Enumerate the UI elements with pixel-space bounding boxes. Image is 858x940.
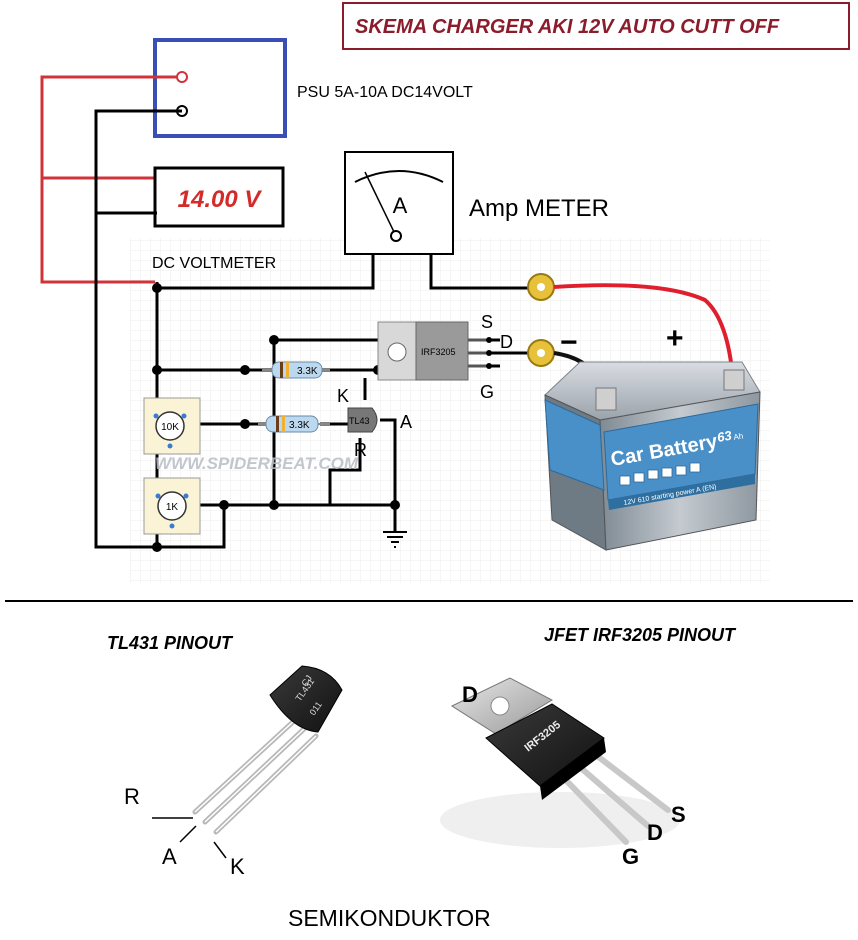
tl431-body-label: TL43 <box>349 416 370 426</box>
psu-positive-terminal <box>176 71 188 83</box>
tl431-pinout: TL431 PINOUT CJ TL431 011 R A K <box>107 633 343 879</box>
mosfet-irf3205: IRF3205 S D G <box>377 312 513 402</box>
irf3205-pinout-d-tab: D <box>462 682 478 707</box>
resistor-r1-value: 3.3K <box>297 366 318 377</box>
irf3205-pinout-g: G <box>622 844 639 869</box>
resistor-r2-value: 3.3K <box>289 420 310 431</box>
car-battery: Car Battery 63 Ah 12V 610 starting power… <box>544 361 761 551</box>
potentiometer-10k-value: 10K <box>161 422 179 433</box>
voltmeter: 14.00 V DC VOLTMETER <box>152 166 285 272</box>
battery-lug-negative <box>527 339 555 367</box>
resistor-r2: 3.3K <box>258 415 330 433</box>
irf3205-pinout: JFET IRF3205 PINOUT IRF3205 D G D S <box>440 625 737 869</box>
mosfet-pin-g: G <box>480 382 494 402</box>
resistor-r1: 3.3K <box>262 361 330 379</box>
positive-wires <box>40 75 178 284</box>
irf3205-pinout-s: S <box>671 802 686 827</box>
battery-plus-sign: + <box>666 322 684 355</box>
page-title: SKEMA CHARGER AKI 12V AUTO CUTT OFF <box>355 16 780 38</box>
voltmeter-label: DC VOLTMETER <box>152 255 276 272</box>
battery-terminal-negative <box>595 387 617 411</box>
mosfet-pin-d: D <box>500 332 513 352</box>
potentiometer-1k: 1K <box>143 477 201 535</box>
battery-positive-lead <box>553 283 735 381</box>
tl431-package <box>269 665 343 733</box>
tl431-pin-a: A <box>400 412 412 432</box>
battery-minus-sign: − <box>560 326 578 359</box>
ground-symbol <box>383 531 407 548</box>
mosfet-part-label: IRF3205 <box>421 347 456 357</box>
junction-dots <box>152 283 400 552</box>
voltmeter-reading: 14.00 V <box>178 186 263 213</box>
battery-capacity-unit: Ah <box>733 431 744 442</box>
mosfet-pin-s: S <box>481 312 493 332</box>
psu-block: PSU 5A-10A DC14VOLT <box>153 38 473 138</box>
watermark: WWW.SPIDERBEAT.COM <box>155 454 359 473</box>
title-box: SKEMA CHARGER AKI 12V AUTO CUTT OFF <box>342 2 850 50</box>
tl431-pin-k: K <box>337 386 349 406</box>
potentiometer-10k: 10K <box>143 397 201 455</box>
tl431-pinout-title: TL431 PINOUT <box>107 633 234 653</box>
battery-capacity: 63 <box>716 428 734 445</box>
psu-label: PSU 5A-10A DC14VOLT <box>297 84 473 101</box>
ammeter-symbol: A <box>393 193 408 218</box>
ammeter: A Amp METER <box>344 151 609 255</box>
tl431-pinout-a: A <box>162 844 177 869</box>
tl431-pin-r: R <box>354 440 367 460</box>
battery-lug-positive <box>527 273 555 301</box>
battery-terminal-positive <box>723 369 745 391</box>
irf3205-pinout-title: JFET IRF3205 PINOUT <box>544 625 737 645</box>
ammeter-label: Amp METER <box>469 195 609 222</box>
irf3205-pinout-d: D <box>647 820 663 845</box>
footer-label: SEMIKONDUKTOR <box>288 905 491 931</box>
tl431-pinout-r: R <box>124 784 140 809</box>
tl431-shunt: TL43 K R A <box>337 386 412 460</box>
potentiometer-1k-value: 1K <box>166 502 179 513</box>
tl431-pinout-k: K <box>230 854 245 879</box>
